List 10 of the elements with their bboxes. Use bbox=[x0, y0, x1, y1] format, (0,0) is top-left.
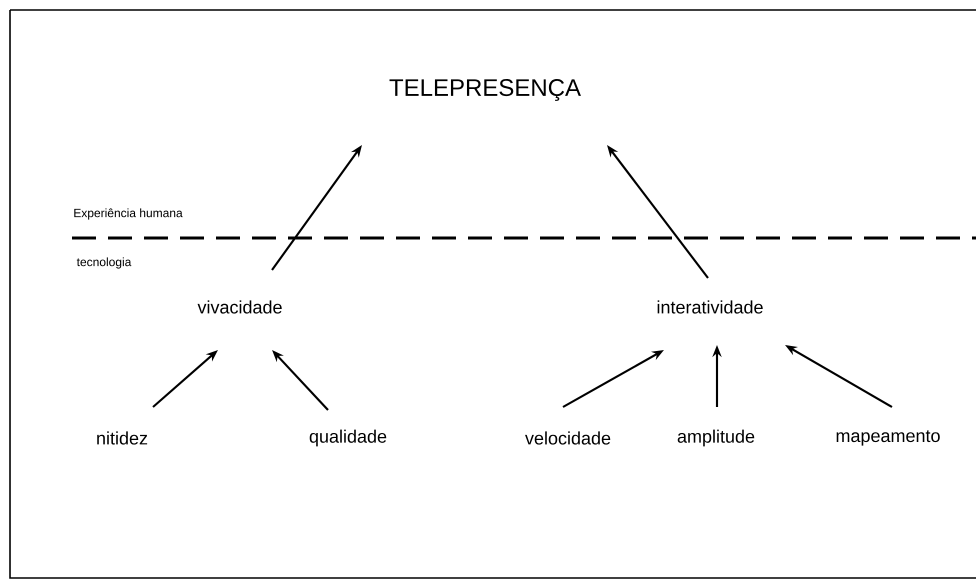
node-label: qualidade bbox=[310, 430, 386, 446]
node-label: velocidade bbox=[525, 431, 610, 445]
node-label: mapeamento bbox=[836, 430, 940, 446]
node-label: TELEPRESENÇA bbox=[390, 79, 581, 101]
node-label: interatividade bbox=[658, 300, 763, 314]
node-label: nitidez bbox=[97, 431, 148, 445]
node-label: vivacidade bbox=[198, 300, 282, 314]
region-label: tecnologia bbox=[76, 257, 132, 269]
node-label: amplitude bbox=[678, 430, 754, 446]
region-label: Experiência humana bbox=[74, 208, 183, 220]
